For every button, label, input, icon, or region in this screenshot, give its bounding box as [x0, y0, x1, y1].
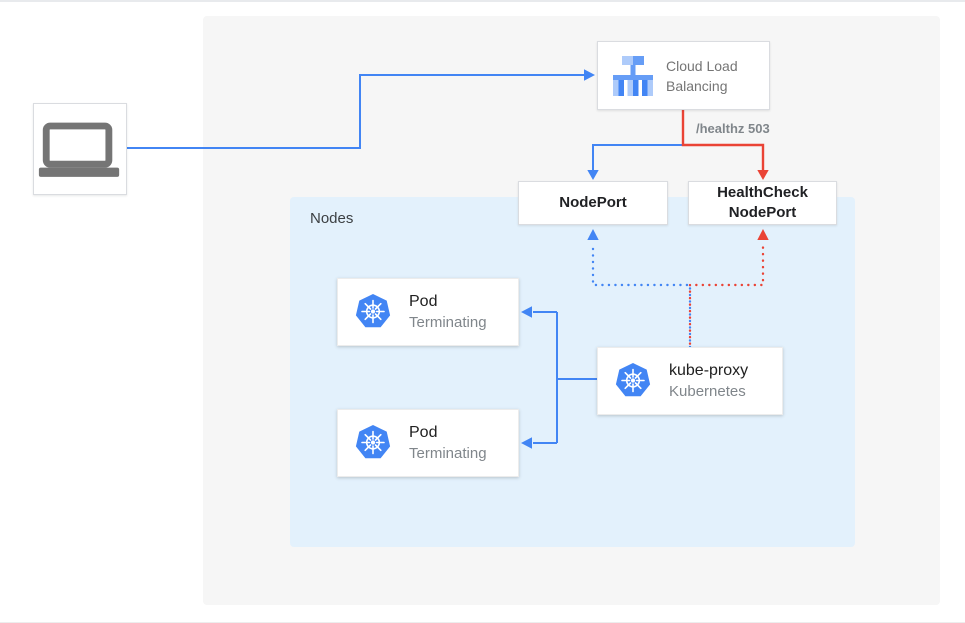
pod-2-status: Terminating: [409, 445, 487, 462]
kube-proxy-subtitle: Kubernetes: [669, 383, 746, 400]
nodes-group-label: Nodes: [310, 210, 354, 227]
kube-proxy-title: kube-proxy: [669, 362, 749, 379]
healthcheck-nodeport-node: HealthCheck NodePort: [688, 181, 837, 225]
pod-1-status: Terminating: [409, 314, 487, 331]
top-divider: [0, 0, 965, 2]
load-balancer-icon: [610, 55, 656, 96]
kube-proxy-node: kube-proxy Kubernetes: [597, 347, 783, 415]
healthz-edge-label: /healthz 503: [696, 121, 770, 136]
kubernetes-icon: [613, 361, 653, 401]
healthcheck-nodeport-label: HealthCheck NodePort: [717, 184, 808, 221]
kubernetes-icon: [353, 423, 393, 463]
pod-2-title: Pod: [409, 424, 438, 441]
cloud-load-balancing-label: Cloud Load Balancing: [666, 57, 738, 94]
laptop-icon: [38, 122, 120, 177]
pod-1-node: Pod Terminating: [337, 278, 519, 346]
pod-2-node: Pod Terminating: [337, 409, 519, 477]
client-node: [33, 103, 127, 195]
nodeport-label: NodePort: [559, 194, 627, 211]
nodeport-node: NodePort: [518, 181, 668, 225]
pod-1-title: Pod: [409, 293, 438, 310]
cloud-load-balancing-node: Cloud Load Balancing: [597, 41, 770, 110]
kubernetes-icon: [353, 292, 393, 332]
